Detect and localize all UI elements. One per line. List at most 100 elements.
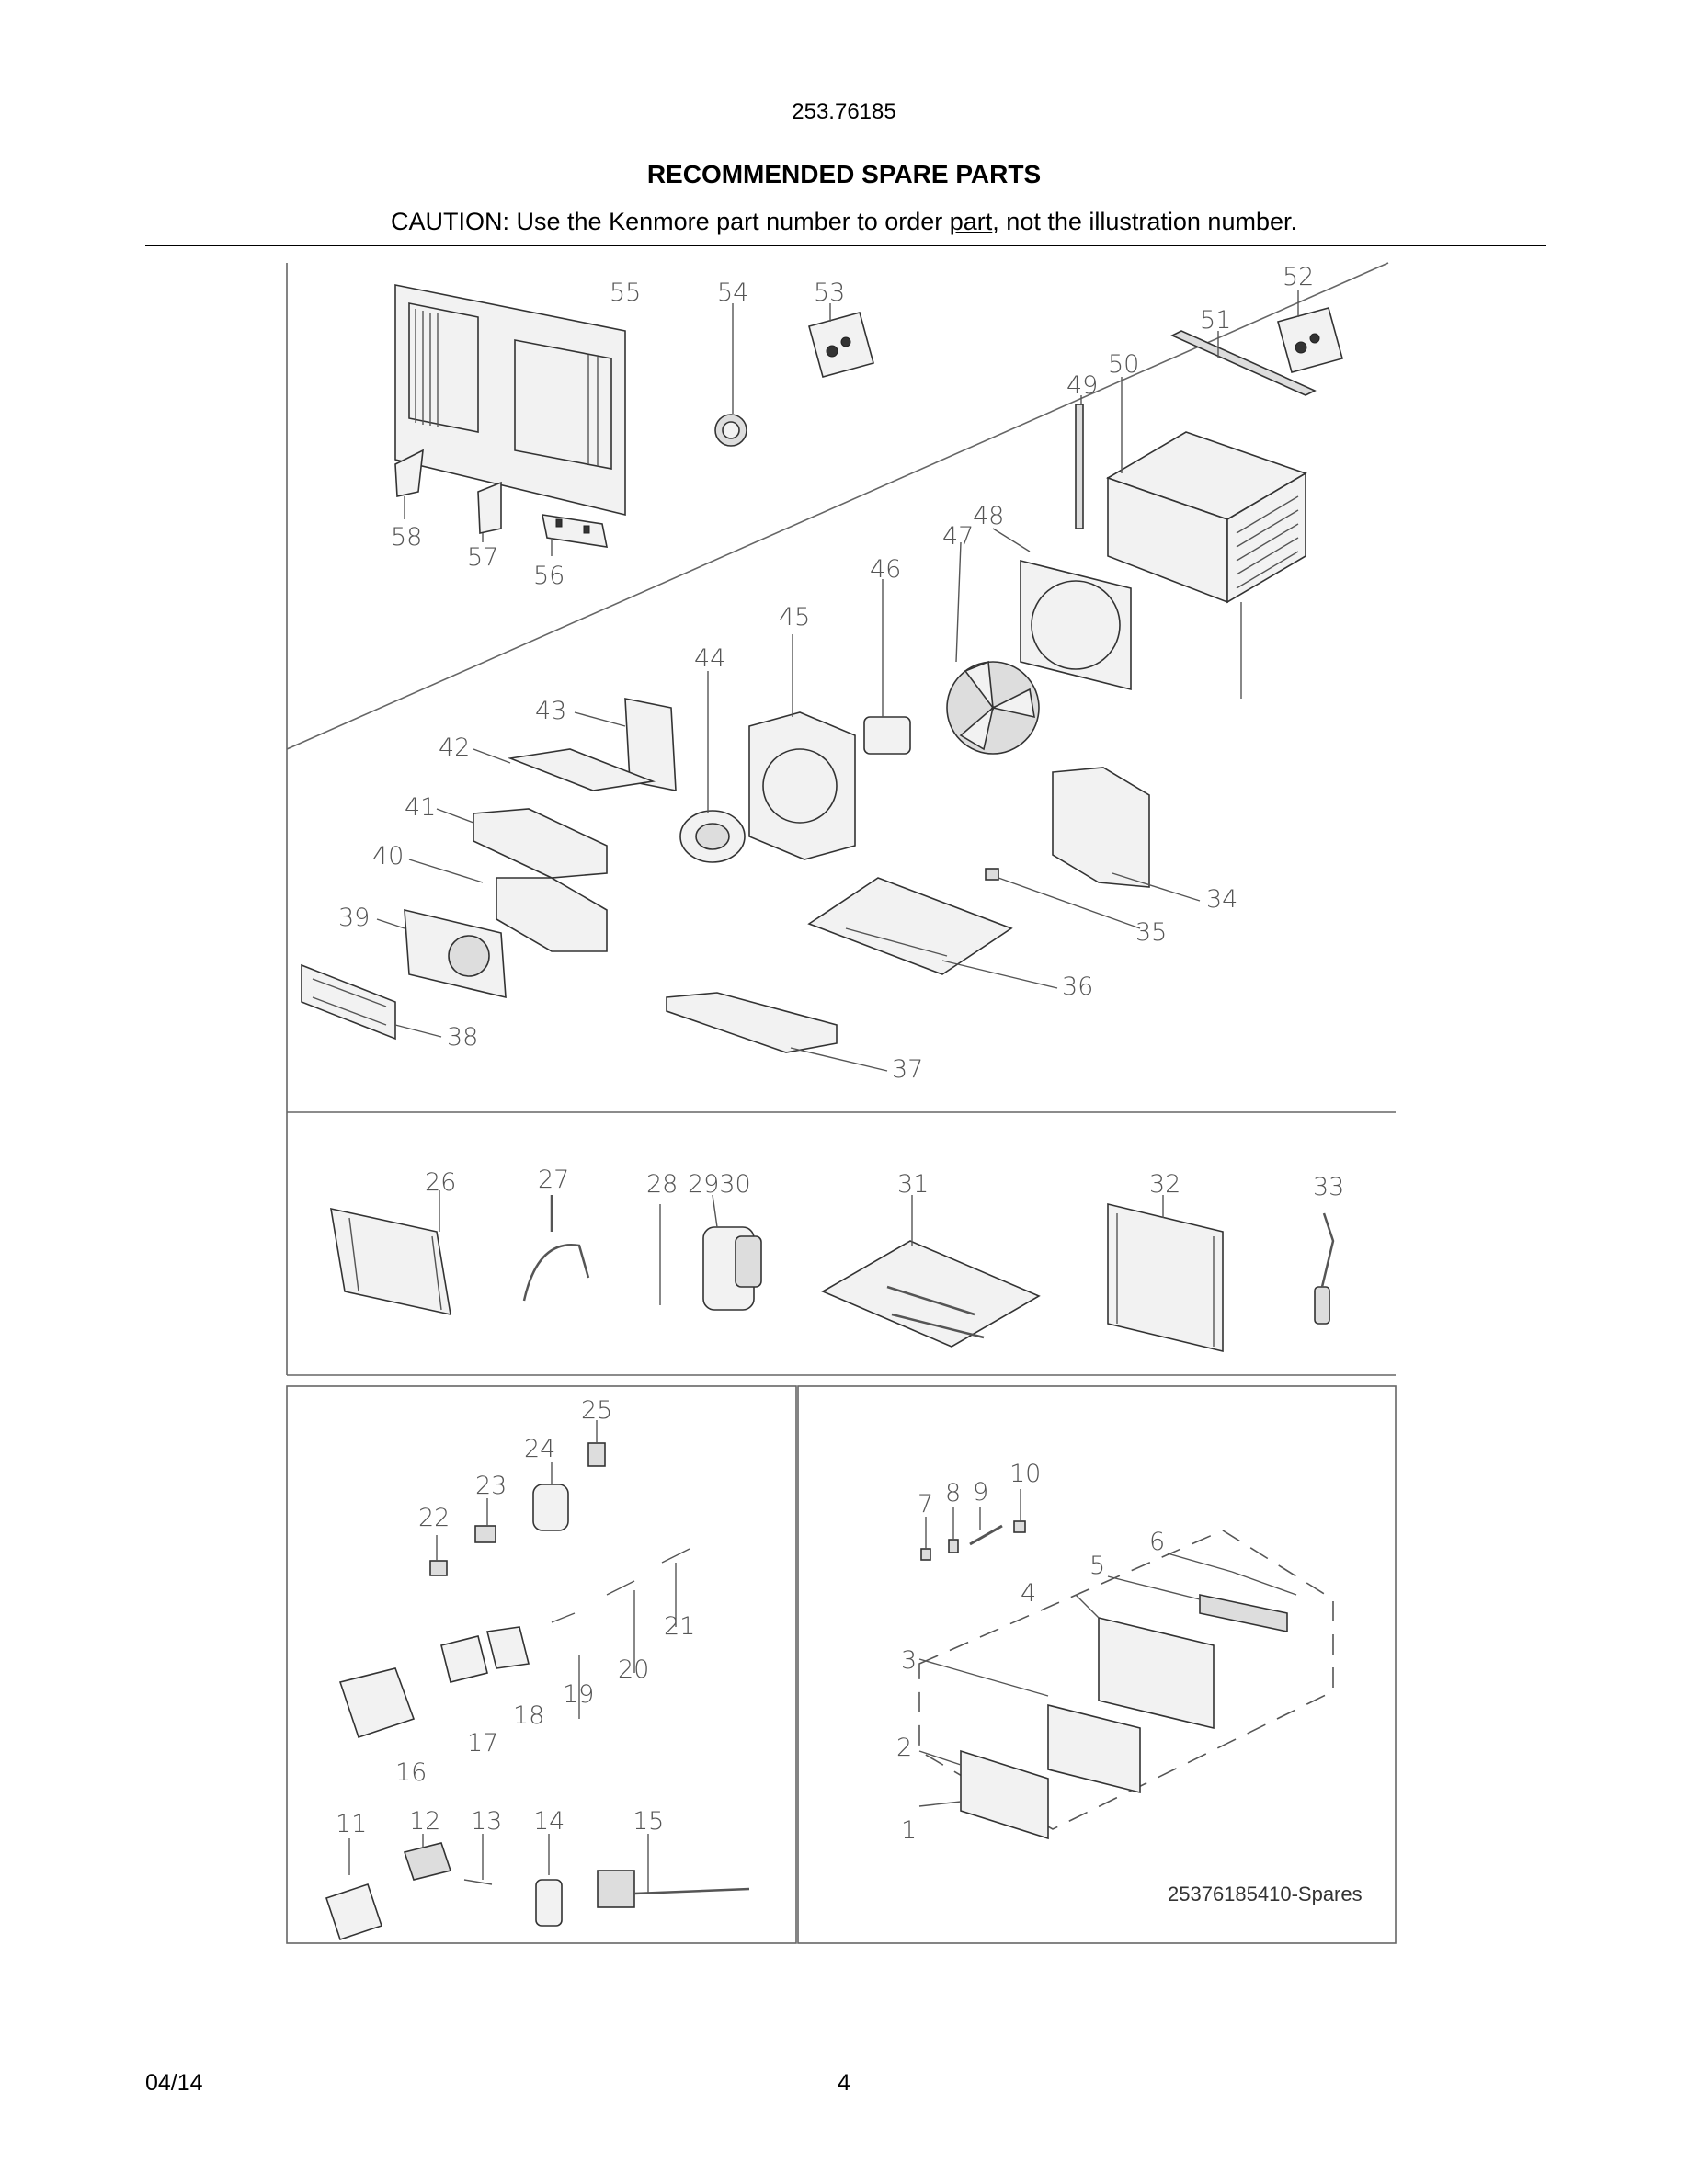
electrical-parts (325, 1420, 750, 1941)
part-49-strip (1075, 395, 1084, 529)
callout-2: 2 (896, 1734, 912, 1762)
callout-53: 53 (814, 279, 845, 307)
page-number: 4 (838, 2070, 850, 2096)
callout-10: 10 (1009, 1460, 1041, 1488)
caution-note: CAUTION: Use the Kenmore part number to … (0, 208, 1688, 236)
callout-28: 28 (646, 1170, 678, 1199)
part-41-housing (436, 808, 608, 879)
callout-43: 43 (535, 697, 566, 725)
part-36-base-pan (807, 877, 1058, 989)
part-34-control-panel (1052, 767, 1201, 902)
callout-13: 13 (471, 1807, 502, 1836)
callout-7: 7 (918, 1490, 933, 1519)
callout-33: 33 (1313, 1173, 1344, 1201)
callout-48: 48 (973, 502, 1004, 530)
callout-27: 27 (538, 1166, 569, 1194)
callout-42: 42 (439, 734, 470, 762)
callout-36: 36 (1062, 973, 1093, 1001)
callout-24: 24 (524, 1435, 555, 1463)
drawing-code: 25376185410-Spares (1168, 1883, 1363, 1905)
callout-labels: 1 2 3 4 5 6 7 8 9 10 11 12 13 14 15 16 1… (336, 263, 1344, 1845)
part-32-condenser (1107, 1195, 1224, 1353)
model-number: 253.76185 (792, 99, 896, 124)
callout-39: 39 (338, 904, 370, 932)
part-48-shroud (992, 528, 1132, 691)
callout-54: 54 (717, 279, 748, 307)
part-44-blower-wheel (679, 671, 746, 863)
caution-underlined-word: part (949, 208, 993, 235)
callout-8: 8 (945, 1479, 961, 1507)
callout-32: 32 (1149, 1170, 1180, 1199)
callout-26: 26 (425, 1168, 456, 1197)
revision-date: 04/14 (145, 2070, 203, 2096)
part-57-bracket (477, 481, 502, 542)
callout-35: 35 (1135, 918, 1167, 947)
callout-4: 4 (1021, 1579, 1036, 1608)
part-54-seal-coil (714, 303, 747, 447)
caution-text-end: , not the illustration number. (992, 208, 1297, 235)
callout-45: 45 (779, 603, 810, 631)
part-35-sensor (985, 868, 1141, 929)
part-51-seal-strip (1170, 330, 1317, 396)
callout-21: 21 (664, 1612, 695, 1641)
part-45-scroll (748, 634, 856, 860)
callout-51: 51 (1200, 306, 1231, 335)
callout-17: 17 (467, 1729, 498, 1757)
part-52-screw-bag (1277, 290, 1343, 373)
callout-58: 58 (391, 523, 422, 552)
callout-50: 50 (1108, 350, 1139, 379)
callout-6: 6 (1149, 1528, 1165, 1556)
callout-55: 55 (610, 279, 641, 307)
part-43-control-bracket (574, 698, 677, 791)
callout-23: 23 (475, 1472, 507, 1500)
callout-25: 25 (581, 1396, 612, 1425)
callout-14: 14 (533, 1807, 565, 1836)
callout-44: 44 (694, 644, 725, 673)
callout-5: 5 (1089, 1552, 1105, 1580)
caution-text-start: CAUTION: Use the Kenmore part number to … (391, 208, 950, 235)
part-42-top-cover (473, 748, 656, 791)
part-27-tubing (522, 1195, 590, 1302)
part-37-drain-tray (666, 992, 888, 1072)
front-parts (918, 1489, 1334, 1840)
callout-12: 12 (409, 1807, 440, 1836)
page-title: RECOMMENDED SPARE PARTS (646, 160, 1042, 188)
part-46-fan-motor (863, 579, 911, 755)
callout-57: 57 (467, 543, 498, 572)
diagram-frames (286, 262, 1397, 1944)
callout-56: 56 (533, 562, 565, 590)
callout-52: 52 (1283, 263, 1314, 291)
part-58-bracket (394, 449, 424, 519)
callout-15: 15 (633, 1807, 664, 1836)
part-50-cabinet (1106, 377, 1307, 699)
callout-11: 11 (336, 1810, 367, 1838)
callout-2930: 2930 (688, 1170, 751, 1199)
part-47-fan-blade (946, 541, 1040, 755)
callout-37: 37 (892, 1055, 923, 1084)
part-26-evaporator (330, 1190, 451, 1316)
callout-9: 9 (973, 1478, 988, 1507)
callout-3: 3 (901, 1646, 917, 1675)
callout-38: 38 (447, 1023, 478, 1052)
part-39-partition (376, 908, 507, 999)
part-53-screw-bag (808, 303, 874, 378)
part-55-window-panel (394, 284, 626, 517)
part-38-terminal-block (301, 963, 442, 1041)
part-28-30-compressor (659, 1194, 762, 1311)
callout-49: 49 (1066, 371, 1098, 400)
callout-46: 46 (870, 555, 901, 584)
header-rule (145, 245, 1546, 246)
part-31-heater (821, 1195, 1041, 1348)
part-56-support (541, 514, 609, 556)
callout-31: 31 (897, 1170, 929, 1199)
callout-40: 40 (372, 842, 404, 870)
callout-19: 19 (563, 1680, 594, 1709)
callout-34: 34 (1206, 885, 1237, 914)
callout-41: 41 (405, 793, 436, 822)
part-40-orifice (408, 859, 608, 952)
callout-22: 22 (418, 1504, 450, 1532)
callout-18: 18 (513, 1701, 544, 1730)
part-33-capillary (1314, 1212, 1335, 1325)
callout-20: 20 (618, 1655, 649, 1684)
